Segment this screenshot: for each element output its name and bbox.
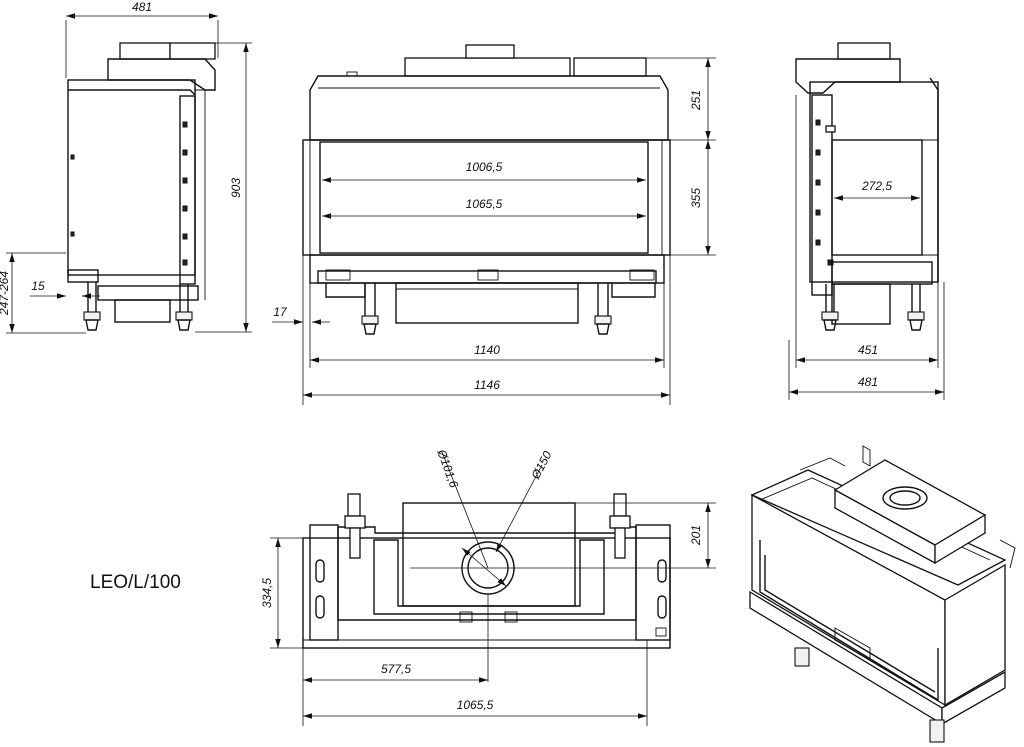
- dim-right-depth: 272,5: [861, 179, 892, 193]
- isometric-view: [749, 445, 1016, 743]
- dim-top-depth: 334,5: [260, 578, 274, 608]
- dim-top-flue: 201: [689, 525, 703, 546]
- dim-right-width-2: 481: [858, 375, 878, 389]
- left-side-view: 481 903 247-264 15: [0, 0, 252, 334]
- dim-front-glass-width: 1065,5: [466, 197, 503, 211]
- dim-left-height: 903: [229, 178, 243, 198]
- dim-front-width-1: 1140: [474, 343, 500, 357]
- dim-front-inner-width: 1006,5: [466, 160, 503, 174]
- right-side-view: 272,5 451 481: [788, 42, 945, 400]
- top-view: Ø101,6 Ø150 201 334,5 577,5 1065,5: [260, 447, 716, 726]
- dim-top-d1: Ø101,6: [434, 447, 461, 490]
- dim-top-d2: Ø150: [528, 449, 555, 483]
- dim-top-offset: 577,5: [381, 662, 411, 676]
- dim-front-top: 251: [689, 90, 703, 111]
- dim-top-width: 1065,5: [457, 698, 494, 712]
- dim-left-width: 481: [132, 0, 152, 14]
- dim-front-glass-height: 355: [689, 188, 703, 208]
- model-label: LEO/L/100: [90, 572, 181, 593]
- dim-left-offset: 15: [31, 279, 45, 293]
- dim-right-width-1: 451: [858, 343, 878, 357]
- dim-front-offset: 17: [273, 305, 288, 319]
- dim-front-width-2: 1146: [474, 378, 500, 392]
- front-view: 1006,5 1065,5 251 355 17 1140 1146: [272, 44, 716, 405]
- dim-left-foot-range: 247-264: [0, 271, 11, 316]
